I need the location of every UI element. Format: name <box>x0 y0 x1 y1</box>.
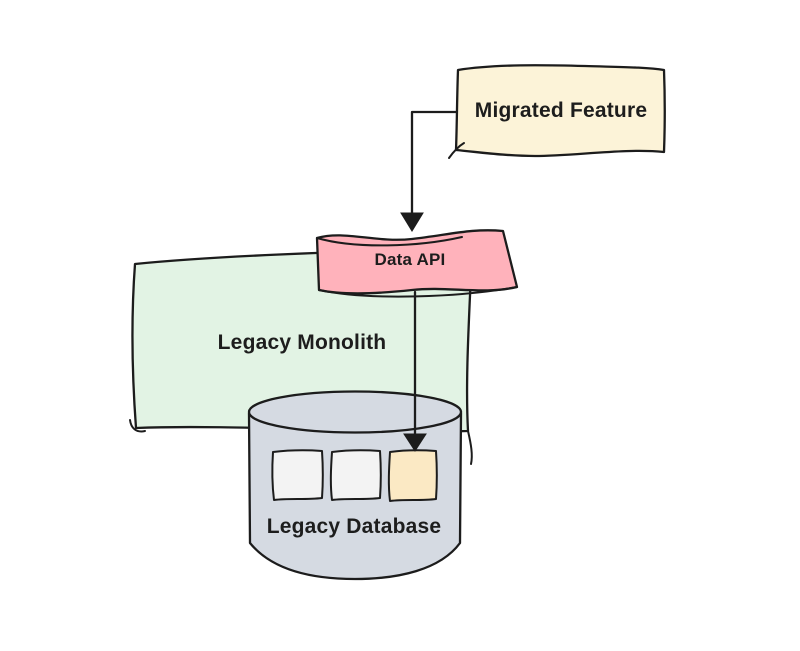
ribbon-top-fold <box>316 236 463 247</box>
sketch-accent <box>467 430 473 465</box>
data-api-label: Data API <box>374 250 446 269</box>
arrow-migrated-to-api <box>410 110 458 218</box>
ribbon-bottom-fold <box>318 286 518 298</box>
migrated-feature-label: Migrated Feature <box>474 99 648 122</box>
db-segment-1 <box>271 449 324 501</box>
arrowhead-migrated-to-api <box>400 212 424 232</box>
migrated-feature-box <box>454 64 666 158</box>
db-segment-2 <box>329 449 382 501</box>
legacy-database-label: Legacy Database <box>266 515 442 538</box>
db-segment-3-highlighted <box>387 449 438 502</box>
legacy-monolith-label: Legacy Monolith <box>217 331 387 354</box>
sketch-accent <box>448 142 465 159</box>
sketch-accent <box>129 419 146 433</box>
cylinder-top-ellipse <box>247 390 463 434</box>
arrowhead-api-to-db <box>403 433 427 452</box>
